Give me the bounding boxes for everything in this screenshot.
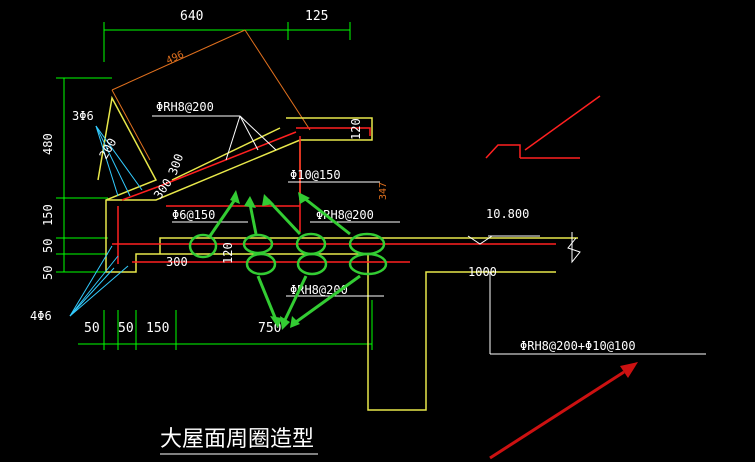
highlight-arrows [208, 190, 361, 330]
dim-347: 347 [378, 182, 389, 200]
dim-300-c: 300 [166, 255, 188, 269]
label-6-150: Φ6@150 [172, 208, 215, 222]
annotation-leaders [152, 115, 706, 355]
dim-496: 496 [165, 49, 186, 66]
pointer-arrow [489, 362, 638, 460]
dim-125: 125 [305, 9, 328, 24]
left-dimension-lines [56, 77, 112, 273]
dim-1000: 1000 [468, 265, 497, 279]
dim-750: 750 [258, 321, 281, 336]
dim-150-bottom: 150 [146, 321, 169, 336]
drawing-title: 大屋面周圈造型 [160, 427, 314, 452]
label-10-150: Φ10@150 [290, 168, 341, 182]
bottom-dimension-lines [78, 300, 373, 350]
dim-640: 640 [180, 9, 203, 24]
dim-120-right: 120 [349, 118, 363, 140]
highlight-circle [348, 252, 388, 276]
dim-50-bottom-b: 50 [118, 321, 134, 336]
elevation-10800: 10.800 [486, 207, 529, 221]
slope-dimension [111, 29, 311, 161]
highlight-circle [296, 252, 328, 276]
highlight-circle [245, 252, 277, 276]
dim-120: 120 [221, 242, 235, 264]
label-3phi6: 3Φ6 [72, 109, 94, 123]
label-rh8-200-top: ΦRH8@200 [156, 100, 214, 114]
highlight-circle [188, 233, 218, 259]
label-4phi6: 4Φ6 [30, 309, 52, 323]
dim-50-left-a: 50 [41, 239, 55, 253]
dim-480: 480 [41, 133, 55, 155]
dim-50-left-b: 50 [41, 266, 55, 280]
dim-300-a: 300 [166, 152, 187, 177]
cyan-leaders [69, 125, 143, 317]
dim-150-left: 150 [41, 204, 55, 226]
dim-50-bottom-a: 50 [84, 321, 100, 336]
top-dimension-lines [103, 22, 351, 62]
rebar-lines [112, 95, 601, 264]
highlight-circles [188, 232, 388, 276]
label-rebar-combo: ΦRH8@200+Φ10@100 [520, 339, 636, 353]
